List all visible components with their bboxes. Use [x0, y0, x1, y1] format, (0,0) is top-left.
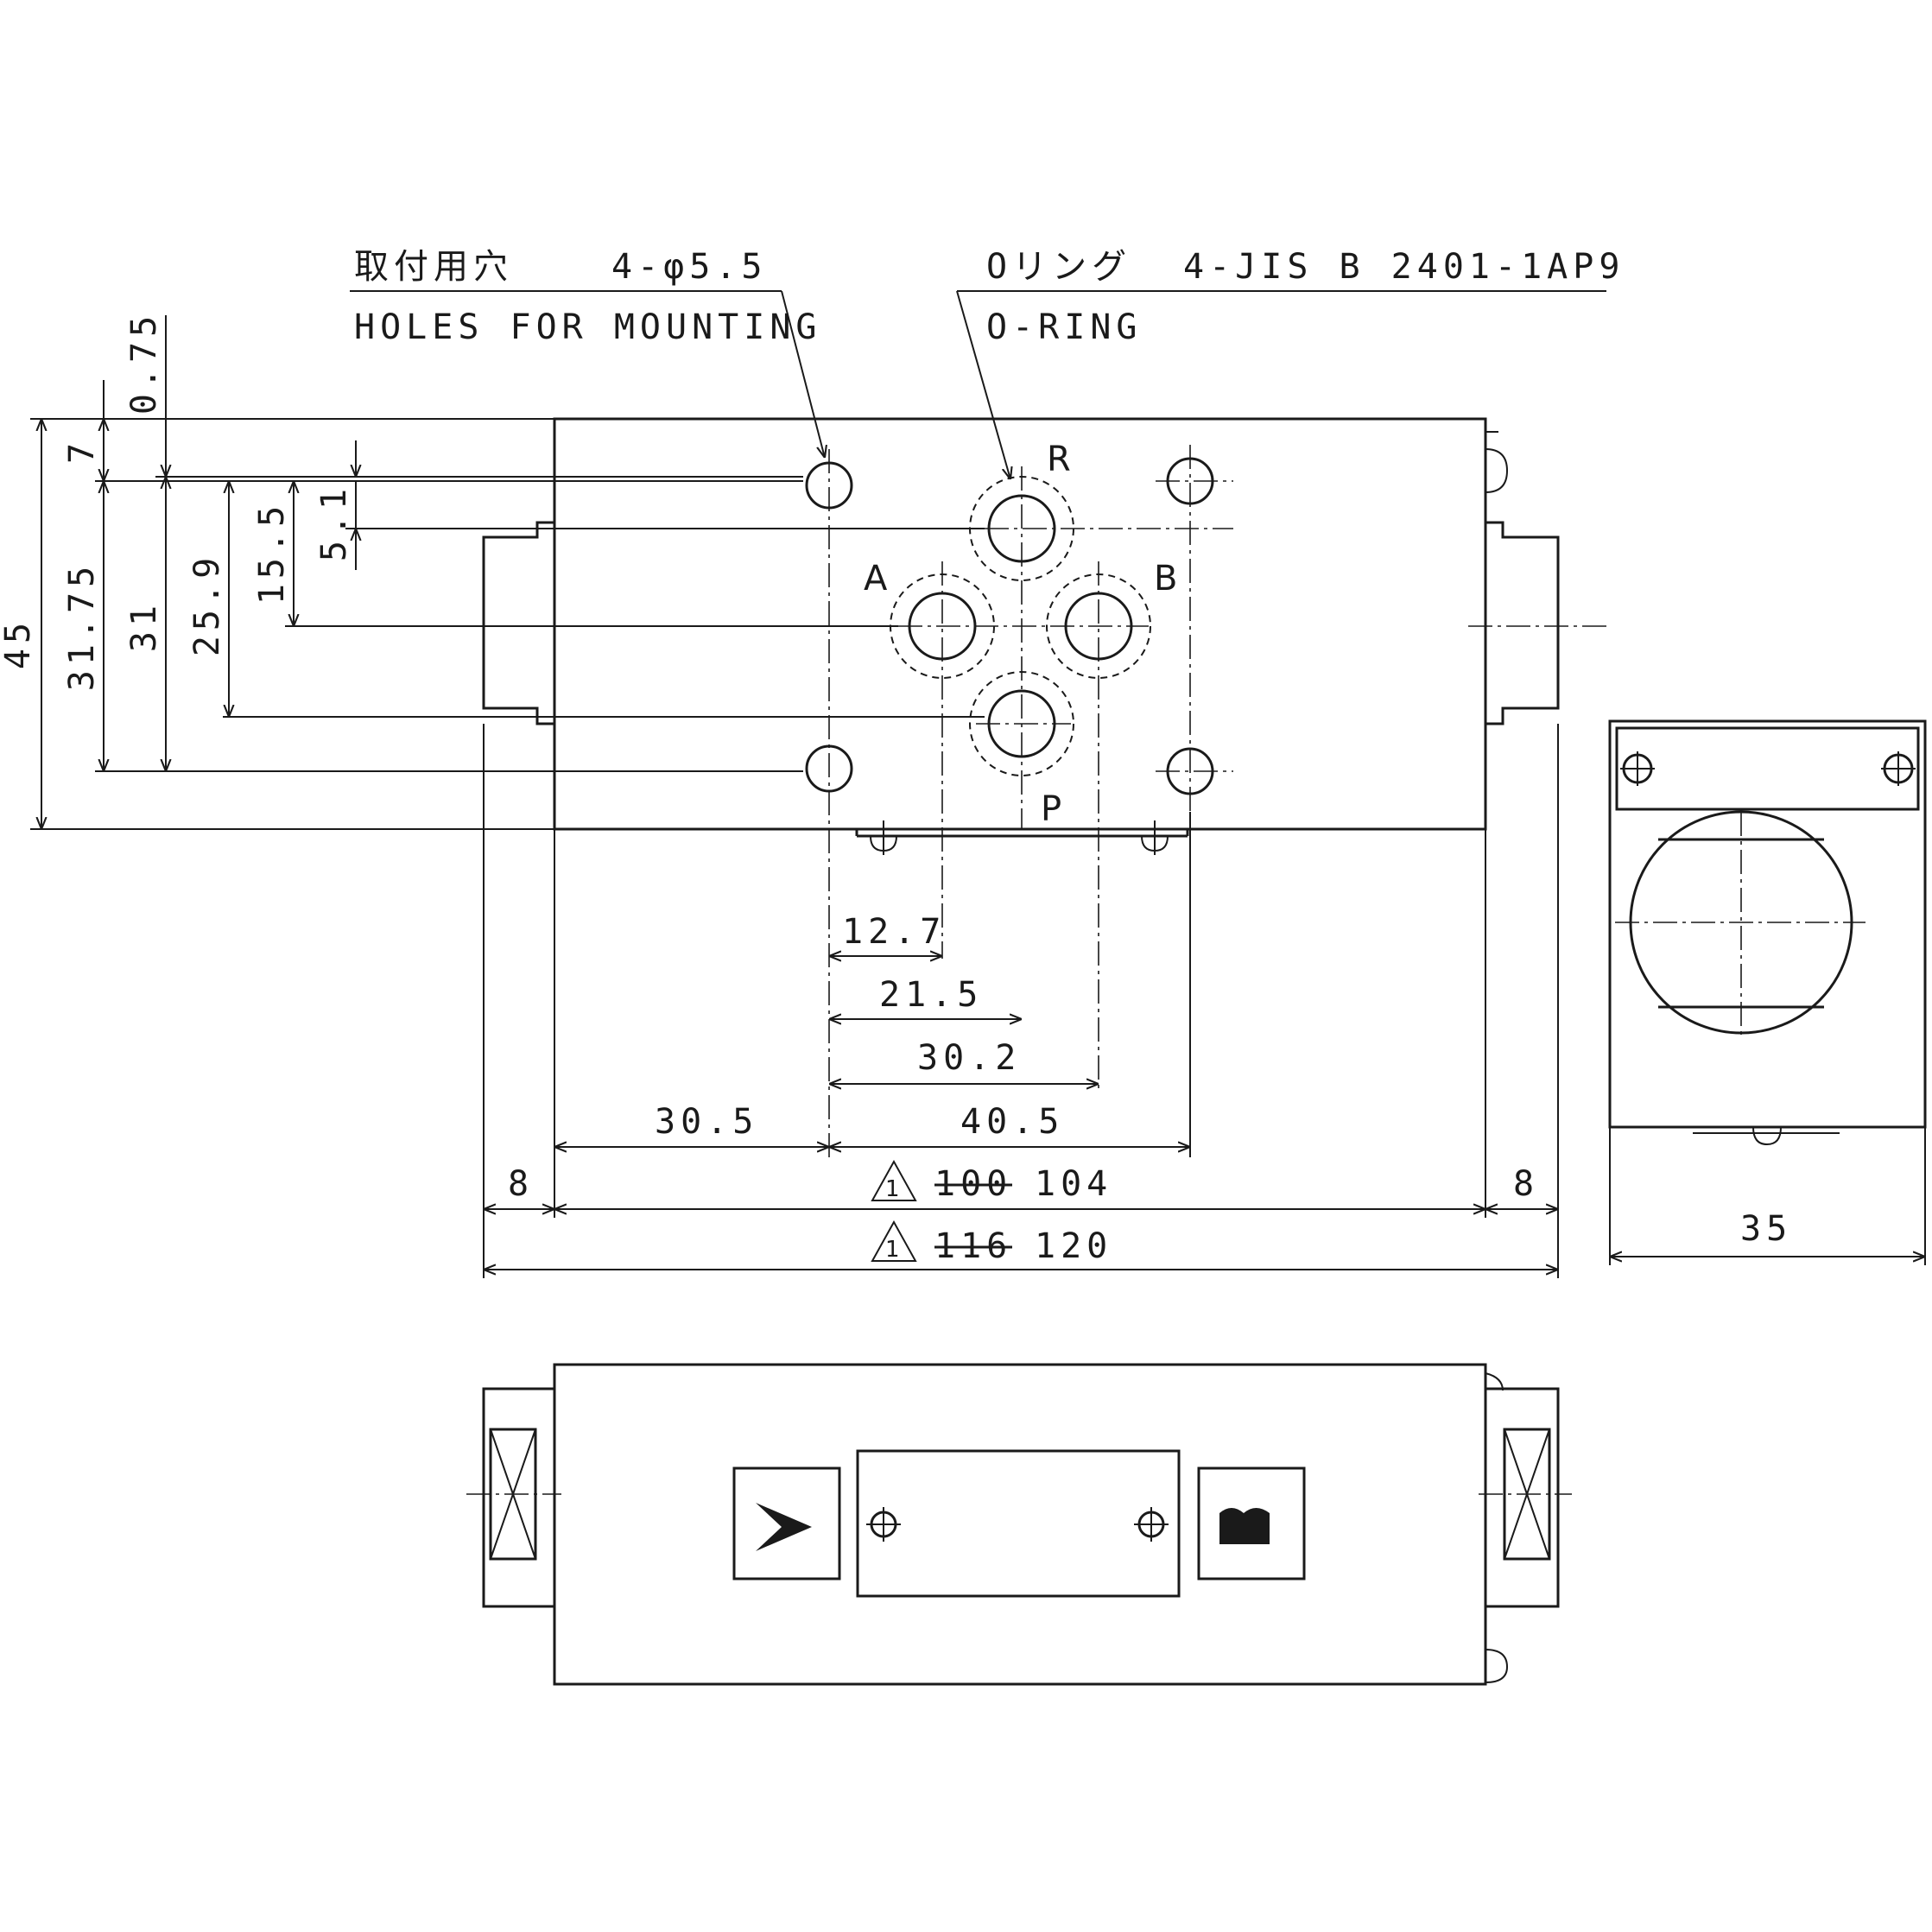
dim-30-2: 30.2: [917, 1038, 1021, 1078]
dim-31: 31: [124, 600, 164, 652]
callout-holes-en: HOLES FOR MOUNTING: [354, 307, 821, 347]
revision-mark-120: 1: [885, 1237, 900, 1263]
port-label-p: P: [1041, 789, 1061, 829]
dim-15-5: 15.5: [252, 501, 292, 605]
left-end-block: [482, 521, 554, 725]
dim-8-right: 8: [1513, 1164, 1539, 1204]
dim-5-1: 5.1: [314, 484, 354, 561]
dim-31-75: 31.75: [62, 561, 102, 691]
dim-21-5: 21.5: [879, 975, 983, 1015]
dim-120: 120: [1035, 1226, 1112, 1266]
dim-104: 104: [1035, 1164, 1112, 1204]
dim-35: 35: [1740, 1209, 1792, 1249]
dim-0-75: 0.75: [124, 311, 164, 415]
flow-arrow-icon: [756, 1503, 812, 1551]
bottom-label-box-left: [732, 1466, 841, 1580]
top-view: R A B P: [482, 417, 1606, 1157]
vertical-dimensions: 45 7 31.75 0.75 31 25.9 15.5 5.1: [0, 311, 985, 830]
bottom-right-end: [1484, 1387, 1560, 1608]
port-label-a: A: [864, 559, 888, 599]
dim-25-9: 25.9: [187, 553, 227, 656]
side-body-outline: [1608, 719, 1927, 1129]
dim-30-5: 30.5: [655, 1102, 758, 1142]
valve-symbol-icon: [1219, 1508, 1270, 1544]
right-end-block: [1485, 521, 1560, 725]
dim-7: 7: [62, 438, 102, 464]
port-label-b: B: [1154, 559, 1177, 599]
side-fitting: [1485, 448, 1509, 493]
dim-40-5: 40.5: [960, 1102, 1064, 1142]
revision-triangle-104: [871, 1159, 917, 1201]
bottom-center-plate: [856, 1449, 1181, 1598]
bottom-label-box-right: [1197, 1466, 1306, 1580]
callout-oring-en: O-RING: [986, 307, 1143, 347]
port-label-r: R: [1047, 440, 1071, 479]
dim-45: 45: [0, 618, 38, 669]
leader-holes: [781, 290, 825, 458]
revision-triangle-120: [871, 1219, 917, 1262]
callout-holes-spec: 4-φ5.5: [611, 247, 768, 287]
leader-oring: [956, 290, 1010, 479]
horizontal-dimensions: 12.7 21.5 30.2 30.5 40.5 8 8 1 100 104 1…: [483, 724, 1559, 1278]
valve-body-outline: [553, 417, 1487, 831]
dim-8-left: 8: [508, 1164, 534, 1204]
bottom-left-end: [482, 1387, 556, 1608]
callout-oring-spec: 4-JIS B 2401-1AP9: [1183, 247, 1625, 287]
callouts: 取付用穴 4-φ5.5 HOLES FOR MOUNTING Oリング 4-JI…: [350, 247, 1625, 479]
side-top-plate: [1615, 726, 1920, 811]
dim-12-7: 12.7: [842, 912, 946, 952]
callout-holes-jp: 取付用穴: [354, 247, 513, 287]
bottom-view: [466, 1363, 1572, 1686]
callout-oring-jp: Oリング: [986, 247, 1131, 287]
revision-mark-104: 1: [885, 1176, 900, 1202]
bottom-body-outline: [553, 1363, 1487, 1686]
side-view: 35: [1608, 719, 1927, 1265]
